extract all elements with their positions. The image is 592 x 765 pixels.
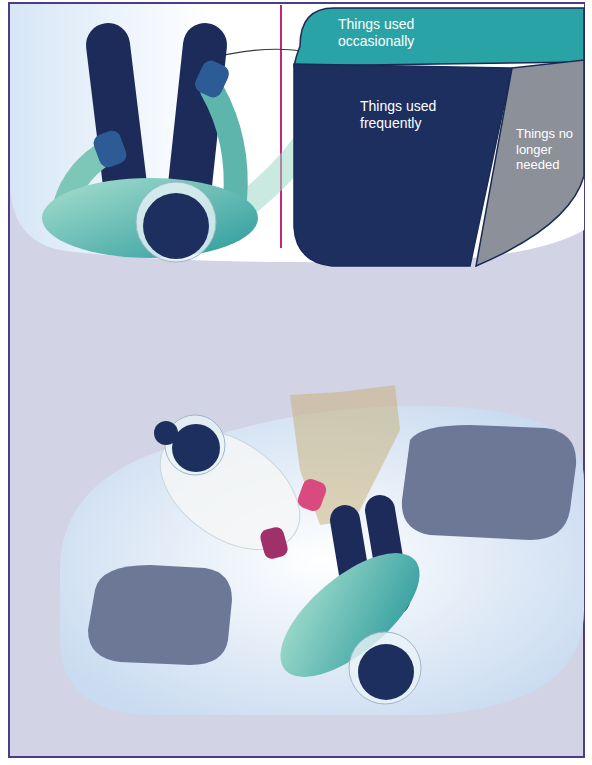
face-shield: [165, 415, 225, 475]
zone-label: Things used frequently: [360, 98, 472, 132]
caregiver-head: [172, 424, 220, 472]
worker-body: [42, 178, 258, 258]
hair-bun: [154, 421, 178, 445]
worker-head: [358, 644, 414, 700]
zone-region: [294, 64, 512, 266]
side-table: [88, 565, 232, 665]
glove: [259, 525, 290, 560]
worker-head: [143, 193, 209, 259]
glove: [296, 477, 329, 513]
caregiver-gown: [139, 406, 322, 574]
care-scene: [139, 385, 440, 704]
glove: [91, 128, 129, 170]
worker-arm: [212, 90, 236, 200]
frame: [9, 3, 584, 757]
glove: [192, 58, 232, 101]
side-table: [402, 425, 576, 540]
zone-region: [294, 8, 584, 66]
boundary-line: [280, 5, 282, 248]
zone-occasional: Things used occasionally: [294, 6, 584, 70]
zone-label: Things no longer needed: [516, 126, 580, 173]
face-shield: [136, 182, 216, 262]
zone-shape: [294, 6, 584, 70]
zone-label: Things used occasionally: [338, 16, 468, 50]
zone-not-needed: Things no longer needed: [470, 56, 584, 268]
zone-region: [476, 60, 584, 266]
face-shield: [349, 632, 421, 704]
